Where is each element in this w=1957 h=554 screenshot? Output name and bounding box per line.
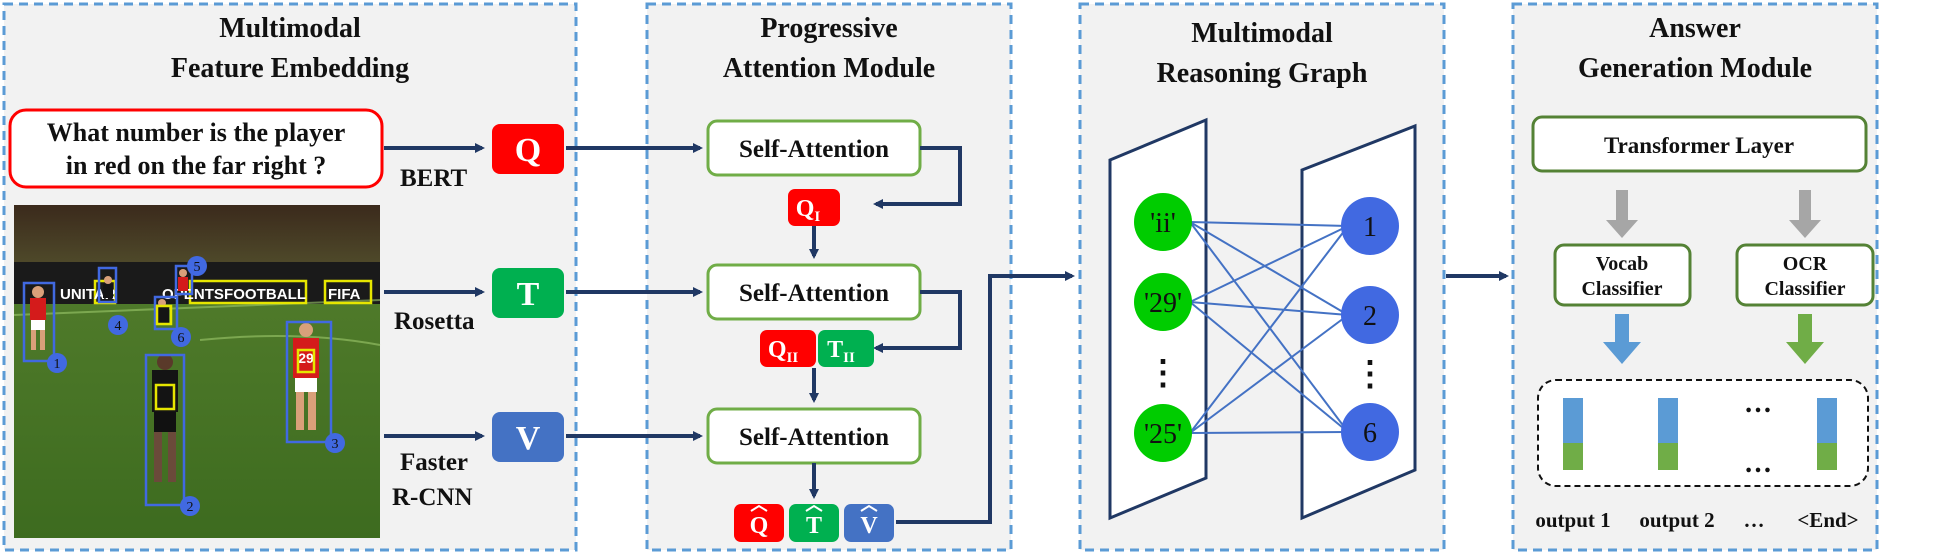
box-label-1: 1	[54, 357, 61, 372]
token-t-label: T	[517, 276, 540, 313]
output-dots-top: …	[1744, 388, 1772, 419]
feedback-arrow-2	[873, 290, 962, 353]
graph-edges	[1189, 221, 1349, 434]
v-hat-label: V	[860, 513, 878, 539]
signage-text-2: OPENTSFOOTBALL	[162, 286, 306, 303]
vocab-classifier-line1: Vocab	[1596, 253, 1649, 275]
encoder-faster-label: Faster	[400, 449, 468, 476]
output-label-2: output 2	[1639, 508, 1714, 532]
player-5	[178, 269, 188, 291]
object-node-2	[1341, 286, 1399, 344]
output-label-end: <End>	[1797, 508, 1858, 532]
output-label-dots: …	[1744, 508, 1765, 532]
t-hat-box	[789, 504, 839, 542]
ocr-node-1-label: 'ii'	[1150, 208, 1176, 239]
grey-down-arrow-left	[1606, 190, 1638, 238]
blue-down-arrow	[1603, 314, 1641, 364]
graph-title-line1: Multimodal	[1191, 18, 1333, 49]
transformer-layer-box	[1531, 115, 1868, 173]
vocab-classifier-box	[1553, 243, 1692, 307]
v-hat-box	[844, 504, 894, 542]
ocr-node-3	[1134, 404, 1192, 462]
signage-text-1: UNITAR	[60, 286, 116, 303]
encoder-rcnn-label: R-CNN	[392, 484, 473, 511]
embedding-title-line1: Multimodal	[219, 13, 361, 44]
object-node-ellipsis: ⋮	[1353, 356, 1387, 393]
t-ii-label: TII	[827, 337, 855, 366]
object-node-1	[1341, 197, 1399, 255]
t-ii-box	[818, 330, 874, 367]
attention-title-line2: Attention Module	[723, 53, 935, 84]
t-hat-accent	[805, 504, 823, 512]
ocr-classifier-line1: OCR	[1783, 253, 1828, 275]
answer-title-line2: Generation Module	[1578, 53, 1812, 84]
output-bar-2	[1658, 398, 1678, 470]
ocr-classifier-line2: Classifier	[1764, 278, 1845, 300]
answer-title-line1: Answer	[1649, 13, 1741, 44]
output-container	[1537, 379, 1869, 487]
v-hat-accent	[860, 504, 878, 512]
t-hat-label: T	[806, 513, 822, 539]
ocr-node-2	[1134, 273, 1192, 331]
q-hat-box	[734, 504, 784, 542]
self-attention-label-2: Self-Attention	[739, 280, 889, 307]
encoder-bert-label: BERT	[400, 165, 468, 192]
question-line1: What number is the player	[47, 118, 346, 147]
transformer-layer-label: Transformer Layer	[1604, 133, 1794, 158]
attention-to-graph-arrow	[896, 271, 1075, 524]
green-down-arrow	[1786, 314, 1824, 364]
ocr-node-1	[1134, 193, 1192, 251]
self-attention-label-1: Self-Attention	[739, 136, 889, 163]
box-label-6: 6	[178, 331, 185, 346]
ocr-node-3-label: '25'	[1144, 419, 1182, 450]
q-hat-label: Q	[750, 513, 769, 539]
output-dots-bottom: …	[1744, 448, 1772, 479]
player-1	[30, 286, 46, 350]
player-4	[103, 276, 113, 298]
embedding-title-line2: Feature Embedding	[171, 53, 409, 84]
ocr-node-ellipsis: ⋮	[1146, 355, 1180, 392]
question-box	[8, 108, 384, 189]
signage-text-3: FIFA	[328, 286, 361, 303]
token-q-box	[492, 124, 564, 174]
question-line2: in red on the far right ?	[66, 151, 326, 180]
object-node-3-label: 6	[1363, 418, 1377, 449]
jersey-number: 29	[298, 350, 314, 366]
q-i-box	[788, 189, 840, 226]
vocab-classifier-line2: Classifier	[1581, 278, 1662, 300]
soccer-image: UNITAR OPENTSFOOTBALL FIFA 29	[13, 205, 381, 538]
attention-title-line1: Progressive	[760, 13, 897, 44]
self-attention-label-3: Self-Attention	[739, 424, 889, 451]
output-label-1: output 1	[1535, 508, 1610, 532]
encoder-rosetta-label: Rosetta	[394, 308, 475, 335]
box-label-3: 3	[332, 437, 339, 452]
feedback-arrow-1	[873, 146, 962, 209]
grey-down-arrow-right	[1789, 190, 1821, 238]
token-t-box	[492, 268, 564, 318]
token-v-label: V	[516, 420, 541, 457]
q-i-label: QI	[796, 196, 821, 225]
box-label-2: 2	[187, 500, 194, 515]
graph-title-line2: Reasoning Graph	[1157, 58, 1368, 89]
output-bar-end	[1817, 398, 1837, 470]
box-label-5: 5	[194, 260, 201, 275]
token-q-label: Q	[515, 132, 541, 169]
token-v-box	[492, 412, 564, 462]
ocr-node-2-label: '29'	[1144, 288, 1182, 319]
q-ii-label: QII	[768, 337, 799, 366]
object-node-3	[1341, 403, 1399, 461]
ocr-classifier-box	[1735, 243, 1875, 307]
object-node-2-label: 2	[1363, 301, 1377, 332]
object-node-1-label: 1	[1363, 212, 1377, 243]
q-hat-accent	[750, 504, 768, 512]
q-ii-box	[760, 330, 816, 367]
box-label-4: 4	[115, 319, 122, 334]
output-bar-1	[1563, 398, 1583, 470]
